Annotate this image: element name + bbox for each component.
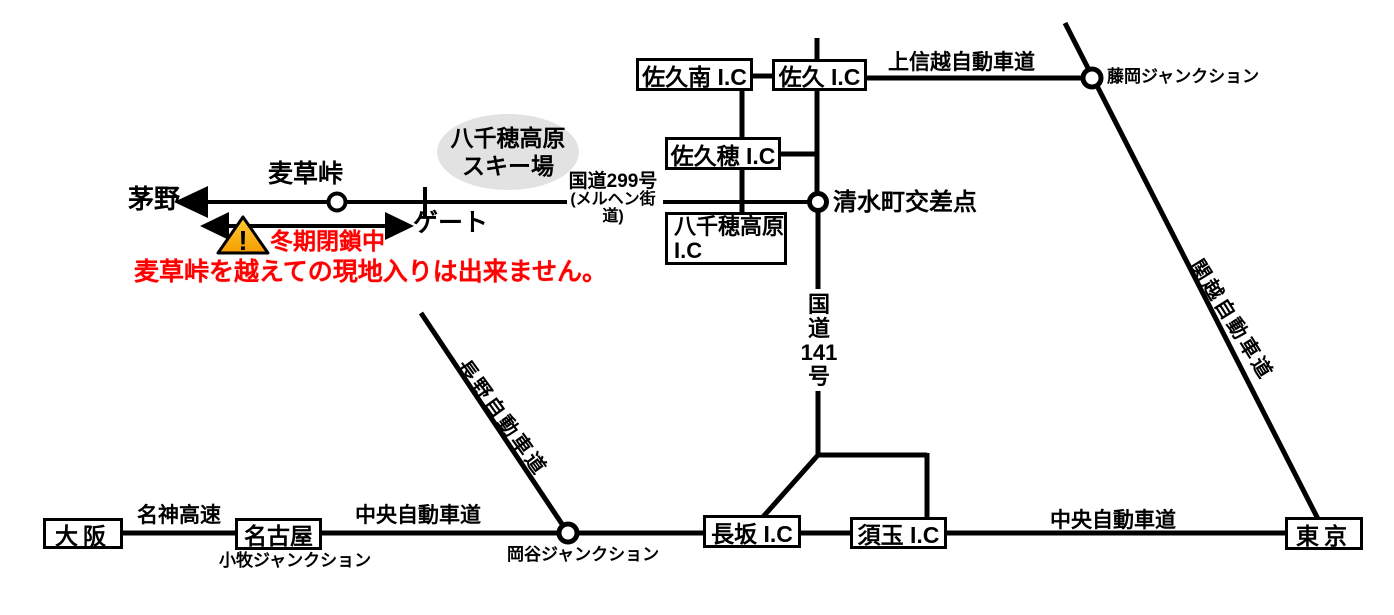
warning-exclamation: ! [238, 225, 247, 256]
yachiho-kogen-ic-label-line2: I.C [674, 237, 703, 263]
route141-label-char1: 国 [807, 292, 830, 317]
ski-resort-ellipse [437, 114, 579, 190]
sutama-ic-box[interactable]: 須玉 I.C [850, 517, 947, 549]
saku-ic-label: 佐久 I.C [778, 64, 861, 90]
nagano-expressway-line [418, 311, 571, 535]
saku-ic-box[interactable]: 佐久 I.C [772, 59, 867, 91]
meishin-expressway-label: 名神高速 [137, 504, 221, 527]
sakuminami-ic-box[interactable]: 佐久南 I.C [636, 58, 753, 91]
sakuho-ic-label: 佐久穂 I.C [670, 142, 776, 169]
nagasaka-ic-label: 長坂 I.C [711, 520, 793, 547]
nagoya-label: 名古屋 [244, 523, 313, 549]
route141-label-char2: 道 [807, 316, 830, 341]
shimizumachi-crossing-node [807, 191, 829, 213]
fujioka-junction-label: 藤岡ジャンクション [1107, 67, 1260, 86]
osaka-box[interactable]: 大阪 [43, 518, 123, 549]
gate-label: ゲート [413, 209, 489, 237]
closed-section-right-arrowhead [385, 212, 414, 240]
tokyo-label: 東京 [1296, 522, 1352, 549]
ski-resort-name-line2: スキー場 [462, 153, 554, 179]
sakuminami-ic-label: 佐久南 I.C [642, 63, 747, 90]
route141-label-char4: 号 [807, 364, 830, 389]
nagasaka-branch-line [760, 453, 820, 520]
osaka-label: 大阪 [55, 522, 111, 549]
okaya-junction-label: 岡谷ジャンクション [507, 545, 660, 564]
fujioka-junction-node [1080, 66, 1104, 90]
mugikusa-pass-node [326, 191, 348, 213]
route141-label-char3: 141 [800, 340, 838, 365]
shimizumachi-crossing-label: 清水町交差点 [833, 189, 977, 216]
yachiho-kogen-ic-box[interactable]: 八千穂高原 I.C [665, 212, 787, 265]
kanetsu-expressway-line [1062, 21, 1321, 521]
mugikusa-pass-label: 麦草峠 [268, 160, 344, 188]
winter-closed-label: 冬期閉鎖中 [270, 228, 385, 254]
okaya-junction-node [556, 521, 580, 545]
chuo-expressway-west-label: 中央自動車道 [355, 504, 481, 527]
ski-resort-name: 八千穂高原 スキー場 [438, 124, 578, 180]
tokyo-box[interactable]: 東京 [1285, 517, 1363, 550]
sakuho-ic-box[interactable]: 佐久穂 I.C [665, 137, 781, 170]
komaki-junction-label: 小牧ジャンクション [219, 551, 372, 570]
joshinetsu-expressway-label: 上信越自動車道 [888, 51, 1035, 74]
route299-label-line1: 国道299号 [568, 171, 658, 192]
route299-label: 国道299号 (メルヘン街道) [560, 172, 666, 226]
chino-label: 茅野 [128, 184, 181, 214]
route299-label-line2: (メルヘン街道) [570, 190, 656, 225]
nagoya-box[interactable]: 名古屋 [235, 518, 322, 550]
ski-resort-name-line1: 八千穂高原 [450, 125, 566, 151]
closed-section-left-arrowhead [200, 212, 229, 240]
warning-icon [216, 215, 270, 255]
sutama-ic-label: 須玉 I.C [857, 522, 940, 548]
chuo-expressway-east-label: 中央自動車道 [1050, 509, 1176, 532]
chino-arrowhead [174, 186, 208, 218]
nagasaka-ic-box[interactable]: 長坂 I.C [703, 515, 801, 548]
closure-message: 麦草峠を越えての現地入りは出来ません。 [134, 258, 608, 286]
yachiho-kogen-ic-label-line1: 八千穂高原 [674, 213, 785, 239]
route141-label: 国 道 141 号 [796, 293, 842, 389]
